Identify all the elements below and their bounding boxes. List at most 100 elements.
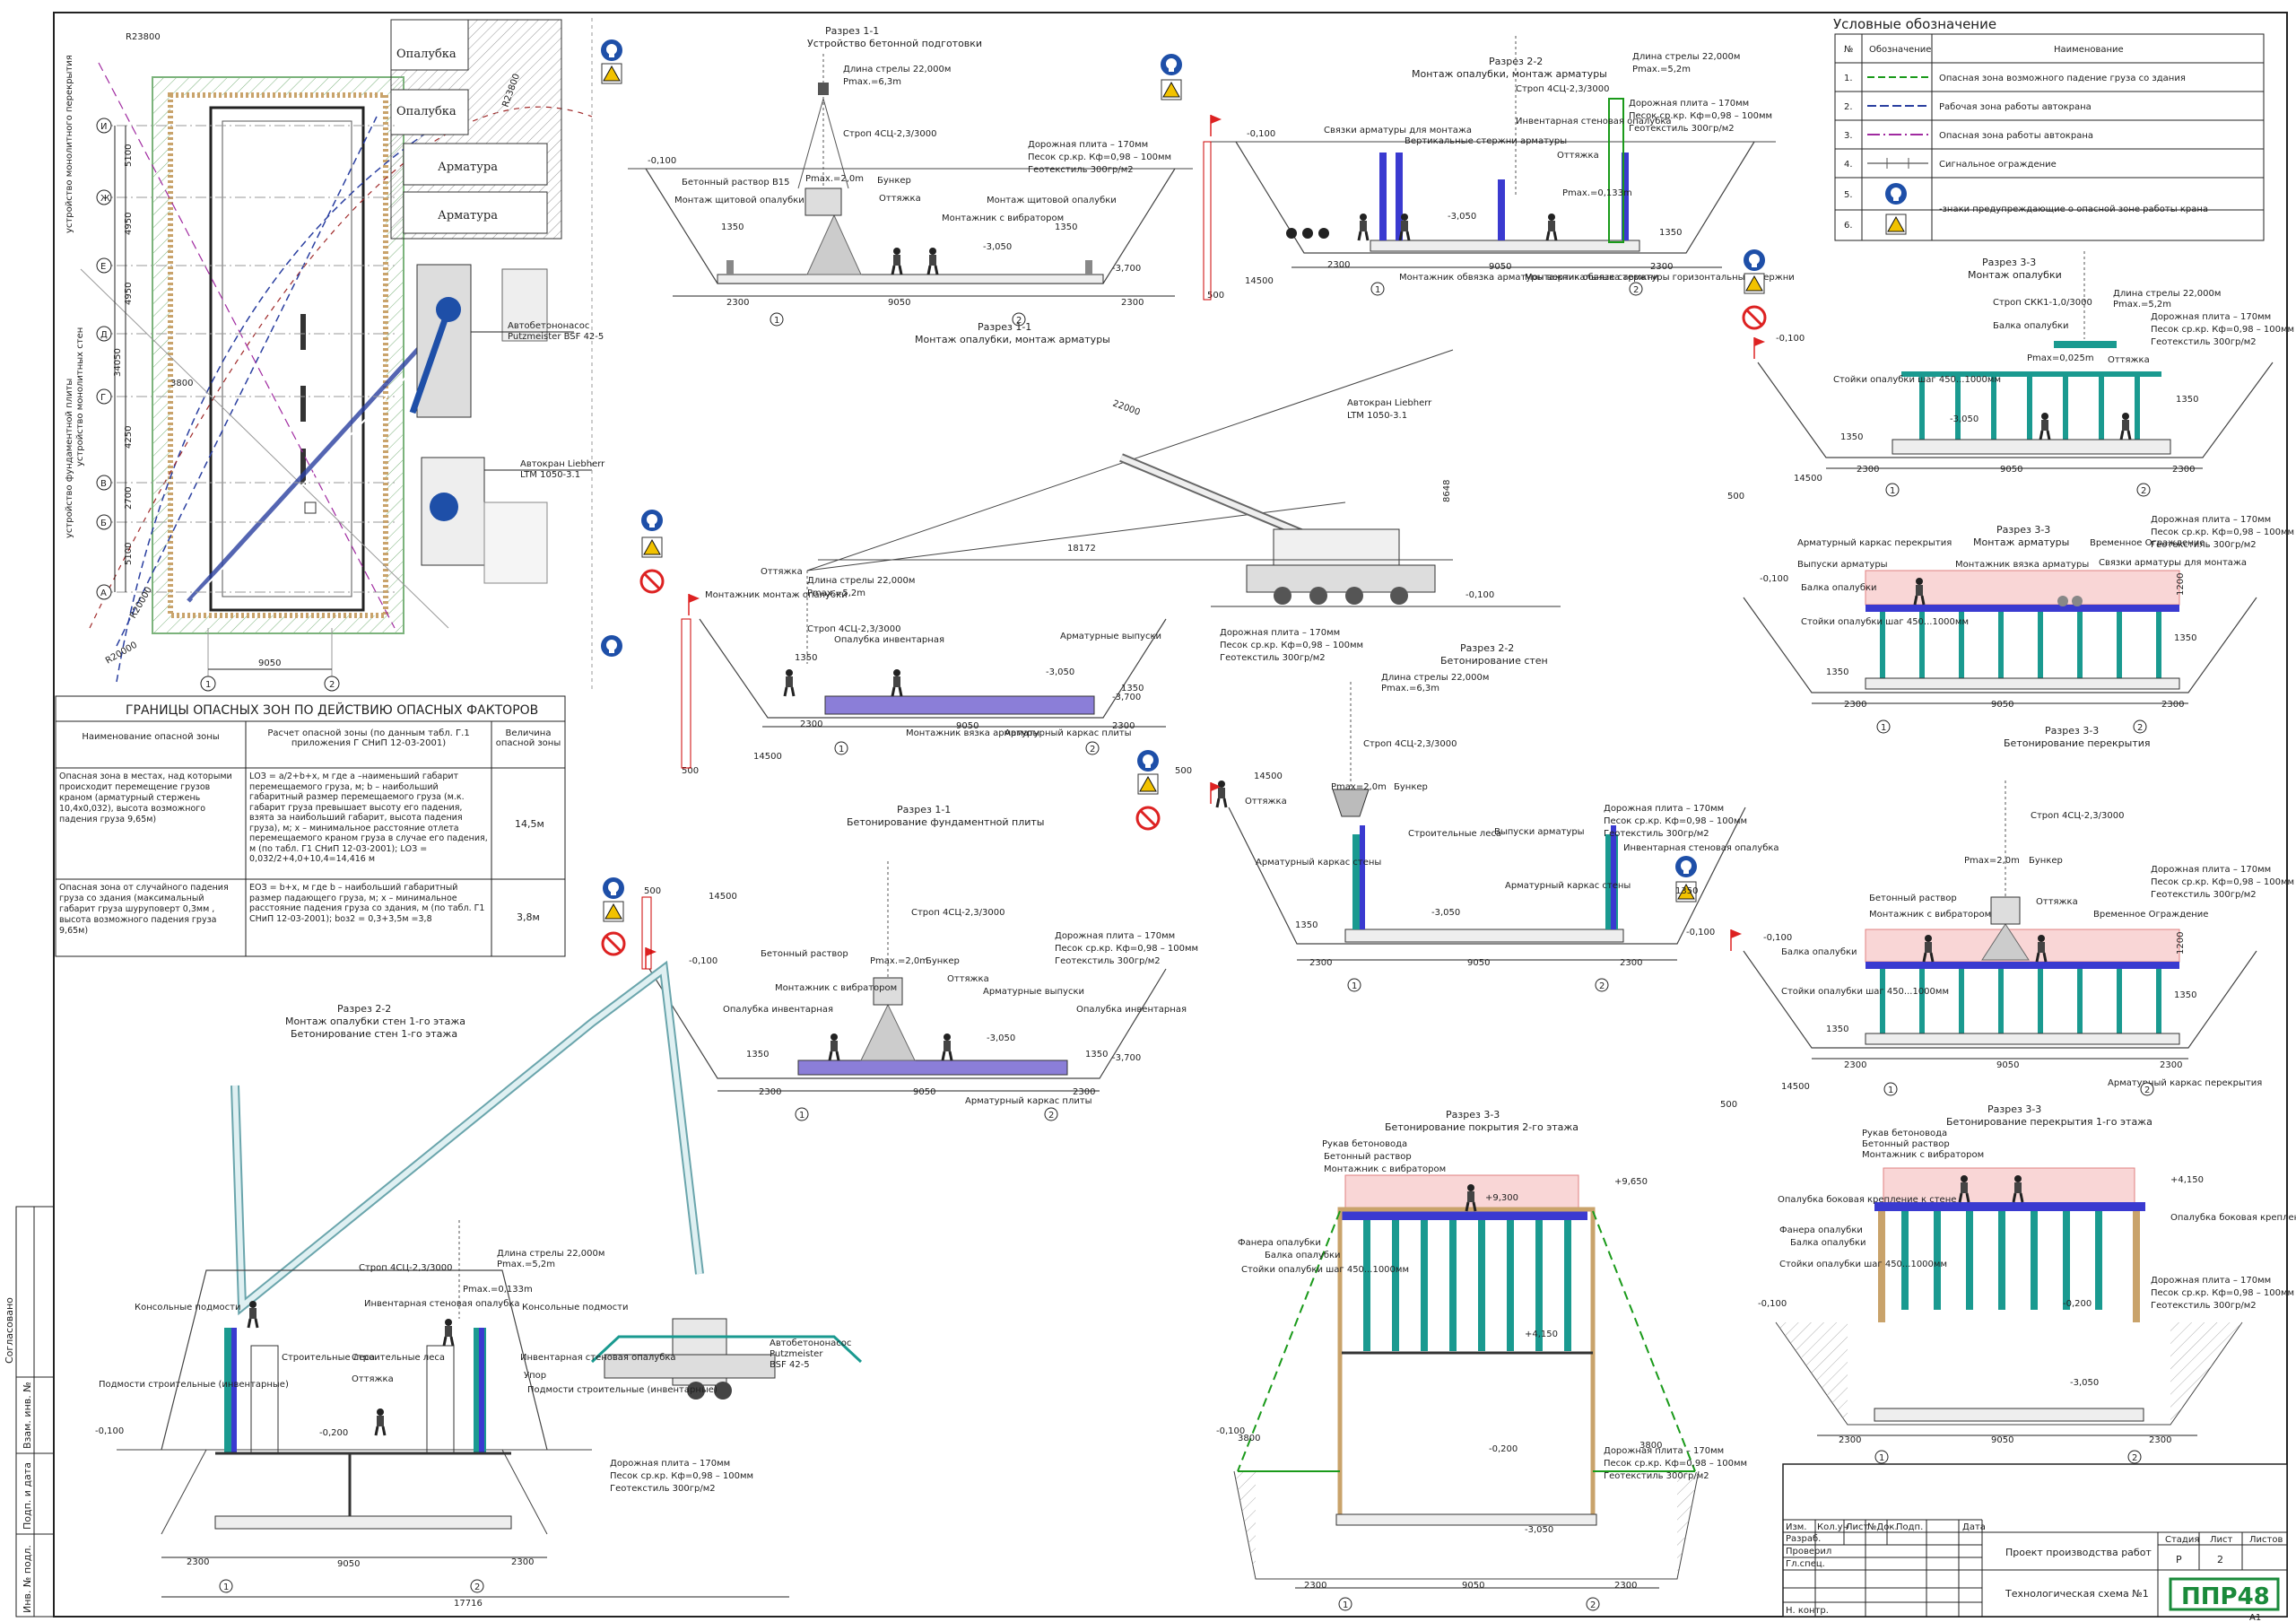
- svg-text:2300: 2300: [511, 1557, 534, 1567]
- svg-text:Стойки опалубки шаг 450...1000: Стойки опалубки шаг 450...1000мм: [1779, 1260, 1947, 1269]
- svg-text:Стадия: Стадия: [2165, 1535, 2199, 1545]
- svg-text:Арматурные выпуски: Арматурные выпуски: [983, 987, 1084, 997]
- svg-text:Геотекстиль 300гр/м2: Геотекстиль 300гр/м2: [2151, 890, 2257, 900]
- section-1-1-crane: Разрез 1-1 Монтаж опалубки, монтаж армат…: [639, 321, 1561, 776]
- svg-text:Бункер: Бункер: [1394, 782, 1428, 792]
- legend-item-3: Опасная зона работы автокрана: [1939, 131, 2093, 141]
- svg-text:2300: 2300: [1620, 958, 1642, 968]
- svg-text:№: №: [1844, 45, 1853, 55]
- svg-text:500: 500: [1175, 766, 1192, 776]
- svg-text:1.: 1.: [1844, 74, 1853, 83]
- svg-text:500: 500: [1207, 291, 1224, 301]
- svg-text:2300: 2300: [800, 719, 822, 729]
- svg-text:4250: 4250: [124, 426, 134, 449]
- s22c-title: Разрез 2-2: [337, 1003, 391, 1015]
- svg-text:-0,200: -0,200: [2063, 1299, 2092, 1309]
- svg-text:4950: 4950: [124, 213, 134, 235]
- svg-text:18172: 18172: [1067, 544, 1096, 554]
- svg-text:-0,100: -0,100: [1216, 1426, 1245, 1436]
- svg-text:1350: 1350: [2176, 395, 2198, 405]
- svg-text:2300: 2300: [1844, 700, 1866, 710]
- svg-text:Длина стрелы 22,000м: Длина стрелы 22,000м: [1632, 52, 1740, 62]
- svg-text:Арматурный каркас плиты: Арматурный каркас плиты: [1004, 728, 1132, 738]
- s22a-title: Разрез 2-2: [1489, 56, 1543, 67]
- svg-text:-3,050: -3,050: [1046, 667, 1074, 677]
- s33e-title: Разрез 3-3: [1987, 1103, 2041, 1115]
- svg-text:Подп.: Подп.: [1896, 1522, 1923, 1532]
- s11a-title: Разрез 1-1: [825, 25, 879, 37]
- svg-text:Pmax.=5,2m: Pmax.=5,2m: [2113, 300, 2171, 310]
- plan-pump-name: Автобетононасос: [508, 321, 589, 331]
- svg-text:2: 2: [474, 1583, 480, 1592]
- svg-text:Монтажник вязка арматуры: Монтажник вязка арматуры: [906, 728, 1039, 738]
- svg-text:Длина стрелы 22,000м: Длина стрелы 22,000м: [497, 1249, 604, 1259]
- svg-text:Связки арматуры для монтажа: Связки арматуры для монтажа: [2099, 558, 2247, 568]
- section-1-1-prep: Разрез 1-1 Устройство бетонной подготовк…: [628, 25, 1193, 327]
- svg-text:-0,100: -0,100: [689, 956, 718, 966]
- stamp-project: Проект производства работ: [2005, 1547, 2152, 1558]
- section-3-3-concrete-slab: Разрез 3-3 Бетонирование перекрытия Стро…: [1720, 725, 2294, 1110]
- side-label-walls: устройство монолитных стен: [75, 327, 85, 467]
- axis-row-d: Д: [100, 330, 108, 340]
- svg-text:Устройство бетонной подготовки: Устройство бетонной подготовки: [807, 38, 982, 49]
- svg-text:Строительные леса: Строительные леса: [352, 1353, 445, 1363]
- axis-col-1: 1: [205, 680, 211, 690]
- side-label-foundation: устройство фундаментной плиты: [65, 379, 74, 538]
- plan-crane-name: Автокран Liebherr: [520, 459, 605, 469]
- svg-text:-0,100: -0,100: [1686, 928, 1715, 937]
- svg-text:Бетонирование стен 1-го этажа: Бетонирование стен 1-го этажа: [291, 1028, 457, 1040]
- stamp-sheet: 2: [2217, 1554, 2223, 1565]
- svg-text:Длина стрелы 22,000м: Длина стрелы 22,000м: [843, 65, 951, 74]
- hazard-row1-name: Опасная зона в местах, над которыми прои…: [59, 772, 232, 824]
- svg-text:Песок ср.кр. Кф=0,98 – 100мм: Песок ср.кр. Кф=0,98 – 100мм: [1604, 1459, 1747, 1469]
- svg-text:BSF 42-5: BSF 42-5: [770, 1360, 810, 1370]
- svg-text:Опалубка инвентарная: Опалубка инвентарная: [723, 1005, 833, 1015]
- svg-text:Монтажник обвязка арматуры гор: Монтажник обвязка арматуры горизонтальны…: [1525, 273, 1795, 283]
- svg-text:Оттяжка: Оттяжка: [352, 1374, 394, 1384]
- svg-text:Геотекстиль 300гр/м2: Геотекстиль 300гр/м2: [1604, 1471, 1709, 1481]
- hazard-row1-calc: LОЗ = a/2+b+x, м где a –наименьший габар…: [249, 772, 488, 864]
- svg-text:2300: 2300: [2172, 465, 2195, 475]
- svg-text:Pmax.=5,2m: Pmax.=5,2m: [1632, 65, 1691, 74]
- svg-text:Дорожная плита – 170мм: Дорожная плита – 170мм: [1220, 628, 1340, 638]
- hazard-col-name: Наименование опасной зоны: [82, 732, 220, 742]
- side-strip: Согласовано Взам. инв. № Подп. и дата Ин…: [4, 1206, 55, 1618]
- svg-text:Pmax.=6,3m: Pmax.=6,3m: [843, 77, 901, 87]
- svg-text:Рукав бетоновода: Рукав бетоновода: [1862, 1129, 1947, 1138]
- svg-text:14500: 14500: [753, 752, 782, 762]
- axis-row-a: А: [100, 589, 107, 598]
- svg-text:2300: 2300: [2149, 1435, 2171, 1445]
- section-3-3-first-floor: Разрез 3-3 Бетонирование перекрытия 1-го…: [1758, 1103, 2296, 1464]
- svg-text:Стойки опалубки шаг 450...1000: Стойки опалубки шаг 450...1000мм: [1801, 617, 1969, 627]
- svg-text:Строп 4СЦ-2,3/3000: Строп 4СЦ-2,3/3000: [1363, 739, 1457, 749]
- svg-text:1350: 1350: [1826, 1025, 1848, 1034]
- s33d-title: Разрез 3-3: [1446, 1109, 1500, 1121]
- svg-text:Бетонирование перекрытия: Бетонирование перекрытия: [2004, 737, 2151, 749]
- svg-text:Лист: Лист: [2210, 1535, 2233, 1545]
- svg-text:Геотекстиль 300гр/м2: Геотекстиль 300гр/м2: [1220, 653, 1326, 663]
- svg-text:1350: 1350: [1295, 920, 1318, 930]
- svg-text:2: 2: [1016, 316, 1022, 326]
- svg-text:6.: 6.: [1844, 221, 1853, 231]
- svg-text:500: 500: [1727, 492, 1744, 501]
- svg-text:-3,700: -3,700: [1112, 693, 1141, 702]
- hazard-row2-value: 3,8м: [517, 911, 540, 923]
- svg-text:Стойки опалубки шаг 450...1000: Стойки опалубки шаг 450...1000мм: [1241, 1265, 1409, 1275]
- svg-text:Геотекстиль 300гр/м2: Геотекстиль 300гр/м2: [1055, 956, 1161, 966]
- svg-text:Лист: Лист: [1846, 1522, 1869, 1532]
- svg-text:Временное Ограждение: Временное Ограждение: [2093, 910, 2208, 920]
- svg-text:Монтажник с вибратором: Монтажник с вибратором: [1862, 1150, 1984, 1160]
- svg-text:22000: 22000: [1111, 398, 1142, 417]
- svg-text:2.: 2.: [1844, 102, 1853, 112]
- svg-text:Дорожная плита – 170мм: Дорожная плита – 170мм: [1604, 804, 1724, 814]
- svg-text:Оттяжка: Оттяжка: [1557, 151, 1599, 161]
- svg-text:14500: 14500: [1794, 474, 1822, 484]
- svg-text:3.: 3.: [1844, 131, 1853, 141]
- svg-text:Наименование: Наименование: [2054, 45, 2124, 55]
- svg-text:2300: 2300: [1112, 721, 1135, 731]
- plan-crane-model: LTM 1050-3.1: [520, 470, 580, 480]
- svg-text:-0,100: -0,100: [1763, 933, 1792, 943]
- svg-text:9050: 9050: [1462, 1581, 1484, 1591]
- svg-text:2: 2: [2144, 1086, 2150, 1095]
